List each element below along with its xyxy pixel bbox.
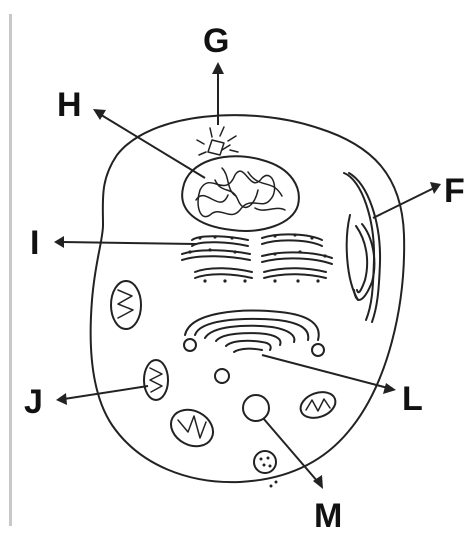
vacuole	[243, 395, 269, 421]
centriole	[197, 127, 238, 155]
label-l: L	[402, 380, 423, 418]
label-m: M	[314, 497, 342, 535]
mitochondrion-right	[297, 388, 339, 423]
golgi-apparatus	[184, 311, 324, 356]
label-j: J	[24, 383, 43, 421]
label-i: I	[30, 224, 39, 262]
nucleus	[182, 156, 299, 231]
label-f: F	[444, 172, 465, 210]
lysosome	[254, 451, 278, 488]
mitochondrion-lower-left	[165, 403, 220, 454]
vesicle	[215, 369, 229, 383]
label-h: H	[57, 86, 82, 124]
label-g: G	[203, 22, 229, 60]
rough-endoplasmic-reticulum	[182, 233, 332, 282]
smooth-endoplasmic-reticulum	[344, 173, 380, 322]
mitochondrion-j	[144, 360, 168, 400]
mitochondrion-upper-left	[111, 281, 141, 329]
